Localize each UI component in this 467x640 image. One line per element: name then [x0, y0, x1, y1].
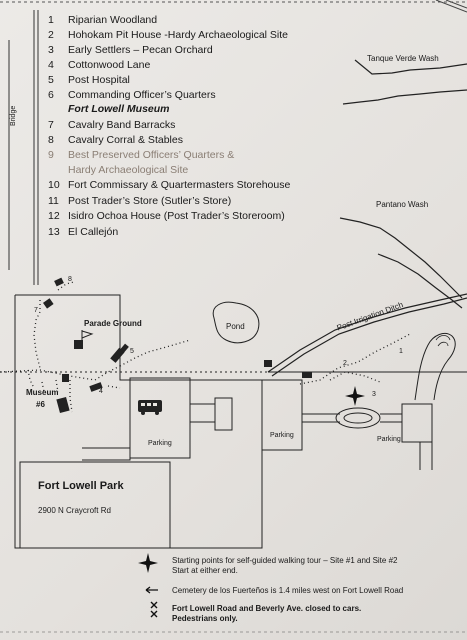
site-number-3: 3: [372, 391, 376, 398]
key-closed-line1: Fort Lowell Road and Beverly Ave. closed…: [172, 604, 362, 613]
site-number-7: 7: [34, 307, 38, 314]
parking-label-center: Parking: [270, 432, 294, 439]
site-number-5: 5: [130, 348, 134, 355]
parking-label-west: Parking: [148, 440, 172, 447]
flag-building: [74, 340, 83, 349]
key-start-points: Starting points for self-guided walking …: [172, 556, 397, 576]
site-number-4: 4: [99, 388, 103, 395]
key-x-icon: [150, 601, 158, 618]
bus-icon: [138, 400, 162, 415]
site-number-8: 8: [68, 276, 72, 283]
oval-drive: [335, 407, 381, 429]
park-name-label: Fort Lowell Park: [38, 480, 124, 492]
park-address-label: 2900 N Craycroft Rd: [38, 506, 111, 515]
museum-number-label: #6: [36, 400, 45, 409]
site-8-corral: [54, 277, 64, 287]
parade-ground-label: Parade Ground: [84, 319, 142, 328]
walking-path-west: [0, 365, 121, 381]
key-star-icon: [138, 553, 158, 573]
legend-item: Hardy Archaeological Site: [68, 164, 189, 176]
key-arrow-west-icon: [145, 586, 158, 594]
key-start-line1: Starting points for self-guided walking …: [172, 556, 398, 565]
wash-line: [342, 89, 467, 105]
site-number-2: 2: [343, 360, 347, 367]
site-11-sutler: [302, 372, 312, 378]
site-7-barracks: [43, 298, 54, 309]
museum-building: [56, 396, 70, 414]
key-cemetery: Cemetery de los Fuerteños is 1.4 miles w…: [172, 586, 404, 595]
pond: [212, 301, 260, 344]
parking-label-east: Parking: [377, 436, 401, 443]
pantano-label: Pantano Wash: [376, 200, 429, 209]
tanque-verde-wash: [354, 59, 467, 75]
key-closed-line2: Pedestrians only.: [172, 614, 238, 623]
key-start-line2: Start at either end.: [172, 566, 238, 575]
site-10-commissary: [264, 360, 272, 367]
parking-lot-west: [129, 377, 191, 459]
walking-path-east: [299, 333, 411, 385]
parking-lot-east: [401, 403, 433, 443]
irrigation-ditch: [267, 293, 467, 373]
museum-label: Museum: [26, 388, 59, 397]
site-number-1: 1: [399, 348, 403, 355]
legend-item-museum: Fort Lowell Museum: [68, 103, 170, 115]
bridge-label: Bridge: [10, 105, 17, 126]
site-4-cottonwood: [89, 382, 103, 392]
site-9-quarters: [62, 374, 69, 382]
riparian-woodland: [414, 332, 456, 401]
parking-lot-center: [261, 379, 303, 451]
fort-lowell-park-area: [19, 461, 171, 549]
start-point-star-icon: [345, 386, 365, 406]
pantano-wash: [339, 217, 463, 299]
park-boundary-top: [15, 294, 121, 372]
key-closed: Fort Lowell Road and Beverly Ave. closed…: [172, 604, 361, 624]
tanque-verde-label: Tanque Verde Wash: [367, 54, 439, 63]
pond-label: Pond: [226, 322, 245, 331]
